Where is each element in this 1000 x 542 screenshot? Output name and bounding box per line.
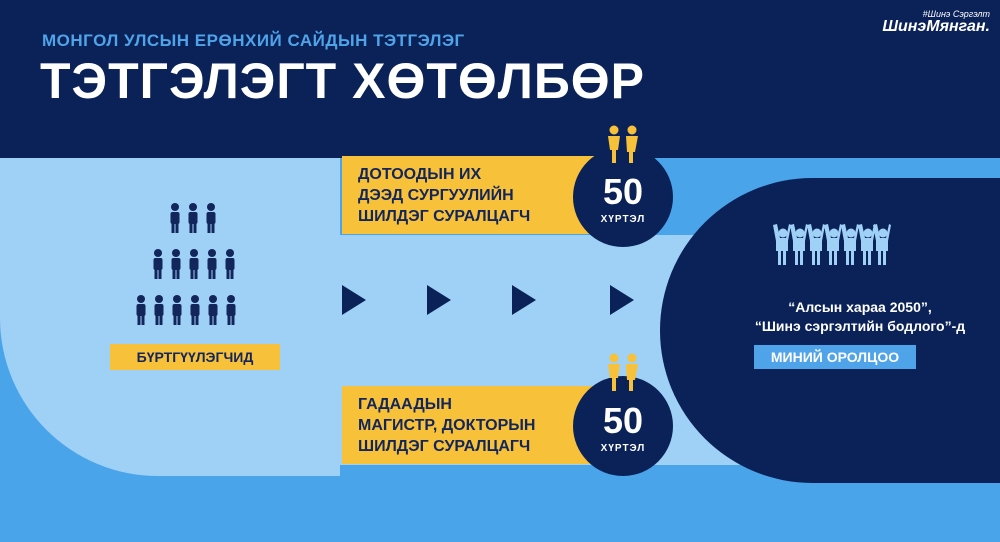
brand-hashtag: #Шинэ Сэргэлт [922,9,990,19]
arrow-icon [342,285,366,315]
count-unit: ХҮРТЭЛ [600,214,646,225]
track-line: ШИЛДЭГ СУРАЛЦАГЧ [358,437,531,455]
participation-label: МИНИЙ ОРОЛЦОО [754,345,916,369]
people-pyramid-icon [136,203,236,325]
track-line: ДЭЭД СУРГУУЛИЙН [358,186,514,204]
track-line: ДОТООДЫН ИХ [358,165,482,183]
track-domestic-count: 50 ХҮРТЭЛ [573,147,673,247]
brand-name: ШинэМянган. [882,18,990,35]
brand-logo: #Шинэ Сэргэлт ШинэМянган. [872,9,990,36]
count-value: 50 [602,171,644,212]
arrow-icon [610,285,634,315]
registrants-label: БҮРТГҮҮЛЭГЧИД [110,344,280,370]
track-domestic-box: ДОТООДЫН ИХ ДЭЭД СУРГУУЛИЙН ШИЛДЭГ СУРАЛ… [342,156,602,234]
track-abroad-count: 50 ХҮРТЭЛ [573,376,673,476]
couple-icon [608,125,638,163]
left-panel [0,158,340,476]
track-line: ГАДААДЫН [358,395,452,413]
page-title: ТЭТГЭЛЭГТ ХӨТӨЛБӨР [40,53,646,109]
arrow-icon [427,285,451,315]
vision-line: “Шинэ сэргэлтийн бодлого”-д [754,318,966,334]
count-unit: ХҮРТЭЛ [600,443,646,454]
track-line: МАГИСТР, ДОКТОРЫН [358,416,536,434]
vision-line: “Алсын хараа 2050”, [788,299,932,315]
header-subtitle: МОНГОЛ УЛСЫН ЕРӨНХИЙ САЙДЫН ТЭТГЭЛЭГ [42,31,465,50]
track-abroad-box: ГАДААДЫН МАГИСТР, ДОКТОРЫН ШИЛДЭГ СУРАЛЦ… [342,386,602,464]
count-value: 50 [602,400,644,441]
right-panel [660,178,1000,483]
cheering-people-icon [773,224,891,265]
vision-text: “Алсын хараа 2050”, “Шинэ сэргэлтийн бод… [700,298,1000,336]
track-line: ШИЛДЭГ СУРАЛЦАГЧ [358,207,531,225]
couple-icon [608,353,638,391]
arrow-icon [512,285,536,315]
